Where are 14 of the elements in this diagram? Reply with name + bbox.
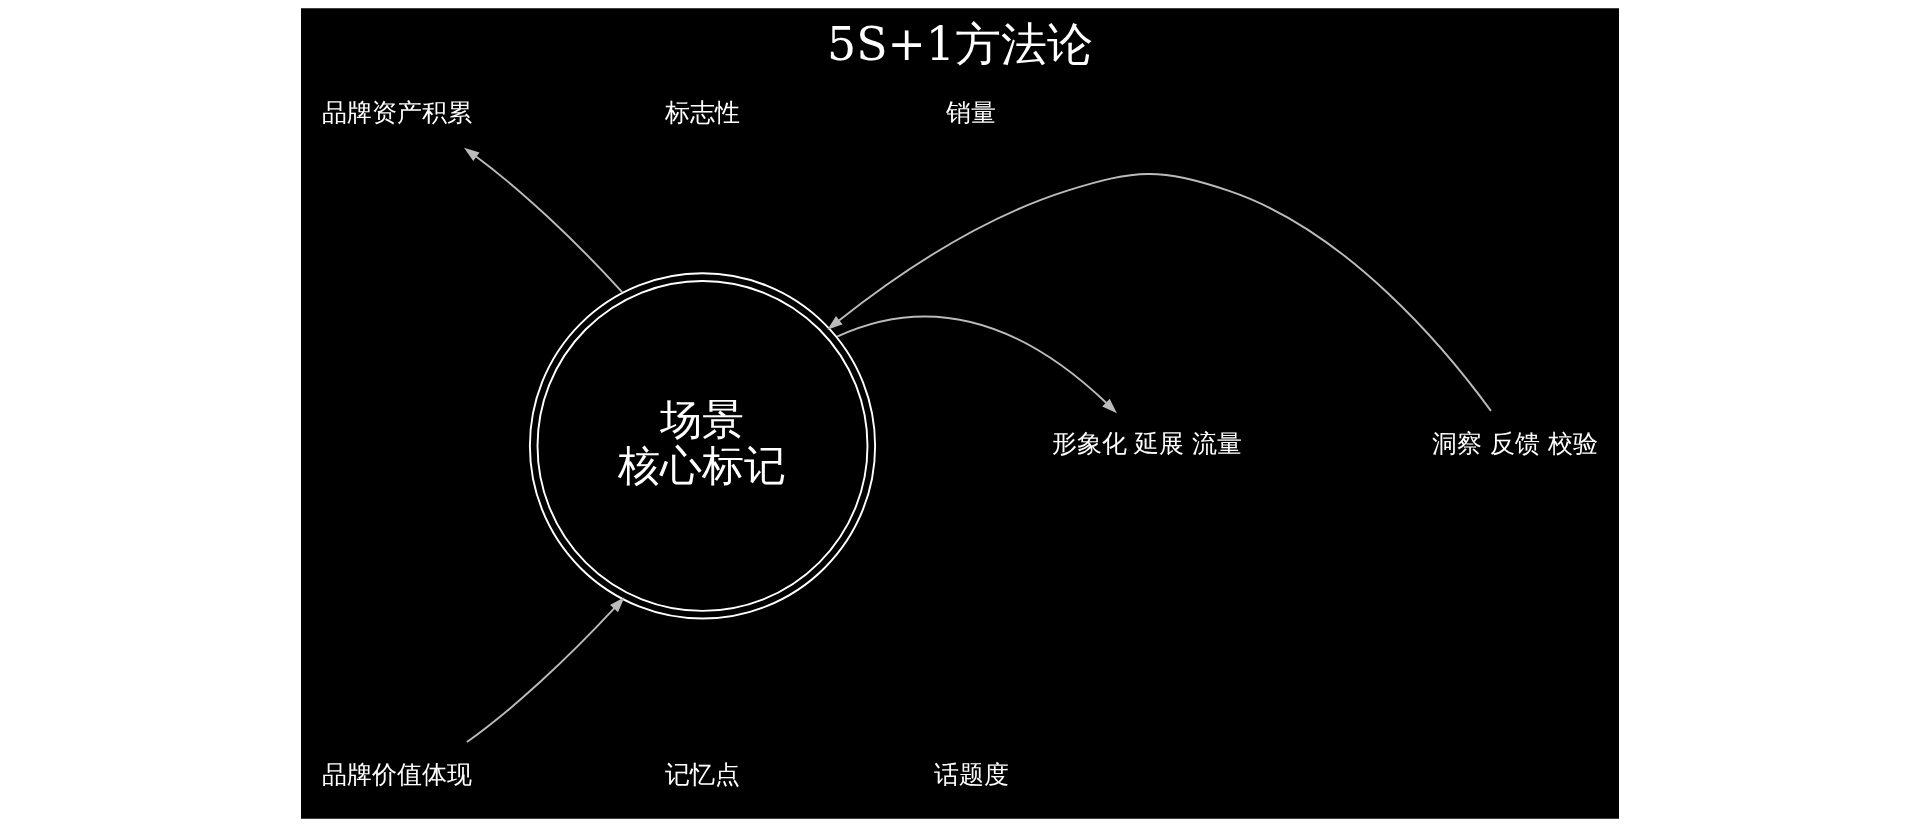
label: 话题度 [933,760,1009,790]
label: 标志性 [665,98,740,128]
arrow [466,597,625,743]
label: 销量 [946,98,997,128]
arrow [464,147,624,294]
node-text: 品牌资产积累 [322,98,473,128]
node-circle: 场景 核心标记 [528,272,877,620]
node-text: 洞察 反馈 校验 [1432,429,1598,459]
diagram-title: 5S+1方法论 [827,18,1093,72]
label: 记忆点 [665,760,740,790]
arrow [836,315,1117,414]
arrow [827,173,1492,412]
node-text: 品牌价值体现 [322,760,473,790]
node-text: 形象化 延展 流量 [1051,429,1243,459]
